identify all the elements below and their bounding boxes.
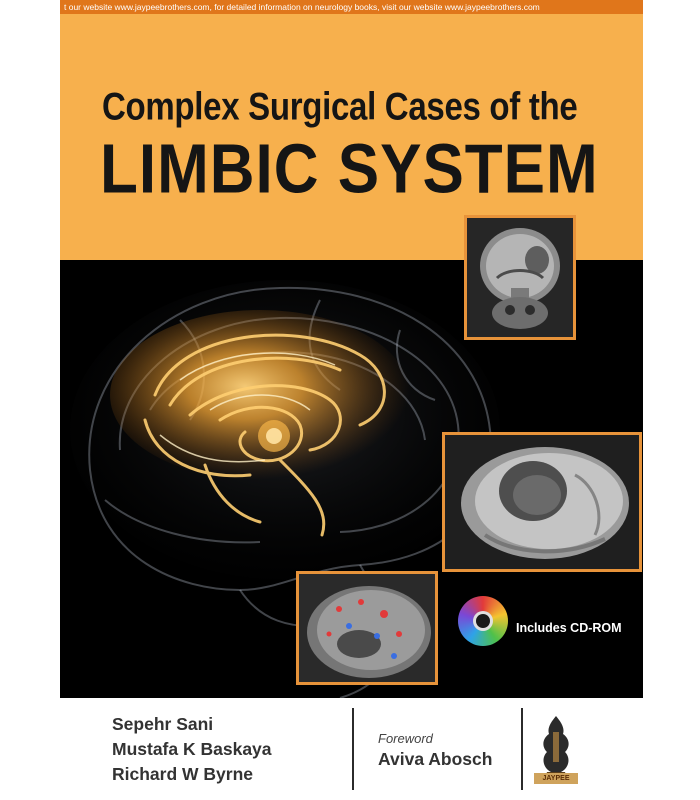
foreword-author: Aviva Abosch xyxy=(378,749,493,769)
website-banner: t our website www.jaypeebrothers.com, fo… xyxy=(60,0,643,14)
foreword-label: Foreword xyxy=(378,731,433,746)
brain-illustration xyxy=(70,280,500,698)
mri-sagittal-image xyxy=(442,432,642,572)
cd-rom-label: Includes CD-ROM xyxy=(516,621,622,635)
cd-rom-icon xyxy=(458,596,508,646)
author-list: Sepehr Sani Mustafa K Baskaya Richard W … xyxy=(112,712,272,787)
mri-fmri-image xyxy=(296,571,438,685)
publisher-logo-text: JAYPEE xyxy=(534,773,578,784)
title-line-2: LIMBIC SYSTEM xyxy=(100,131,599,209)
divider-left xyxy=(352,708,354,790)
mri-coronal-image xyxy=(464,215,576,340)
title-line-1: Complex Surgical Cases of the xyxy=(102,84,578,128)
author-name: Richard W Byrne xyxy=(112,764,253,784)
divider-right xyxy=(521,708,523,790)
author-name: Mustafa K Baskaya xyxy=(112,739,272,759)
publisher-logo-icon xyxy=(543,716,569,778)
book-cover: t our website www.jaypeebrothers.com, fo… xyxy=(60,0,643,800)
author-name: Sepehr Sani xyxy=(112,714,214,734)
